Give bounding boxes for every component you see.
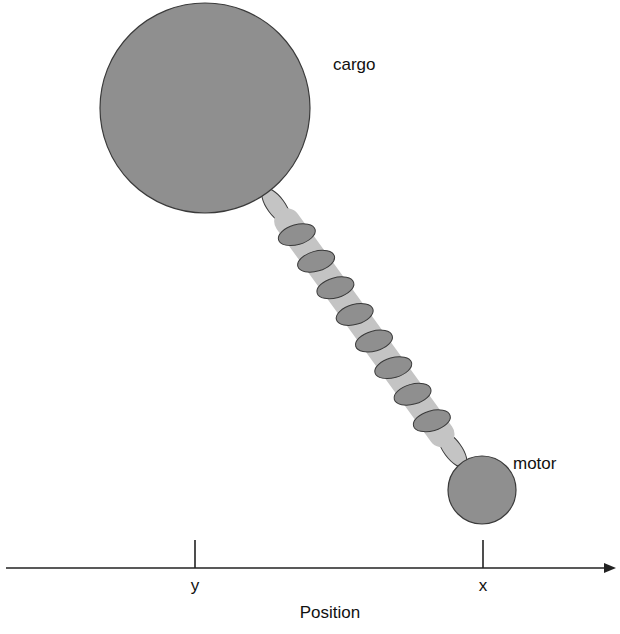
position-mark: y — [191, 577, 200, 596]
circle-outline — [99, 2, 311, 214]
spring-linker — [256, 184, 472, 472]
axis-line — [6, 567, 606, 569]
motor-circle: motor — [447, 455, 517, 525]
circle-shape — [448, 456, 516, 524]
circle-outline — [447, 455, 517, 525]
position-mark: x — [479, 577, 488, 596]
axis-arrowhead — [604, 563, 616, 573]
tick-mark — [482, 540, 484, 568]
tick-mark — [194, 540, 196, 568]
cargo-circle: cargo — [99, 2, 311, 214]
axis-label: Position — [300, 604, 360, 623]
node-label: cargo — [333, 56, 376, 75]
node-label: motor — [513, 455, 556, 474]
circle-shape — [100, 3, 310, 213]
